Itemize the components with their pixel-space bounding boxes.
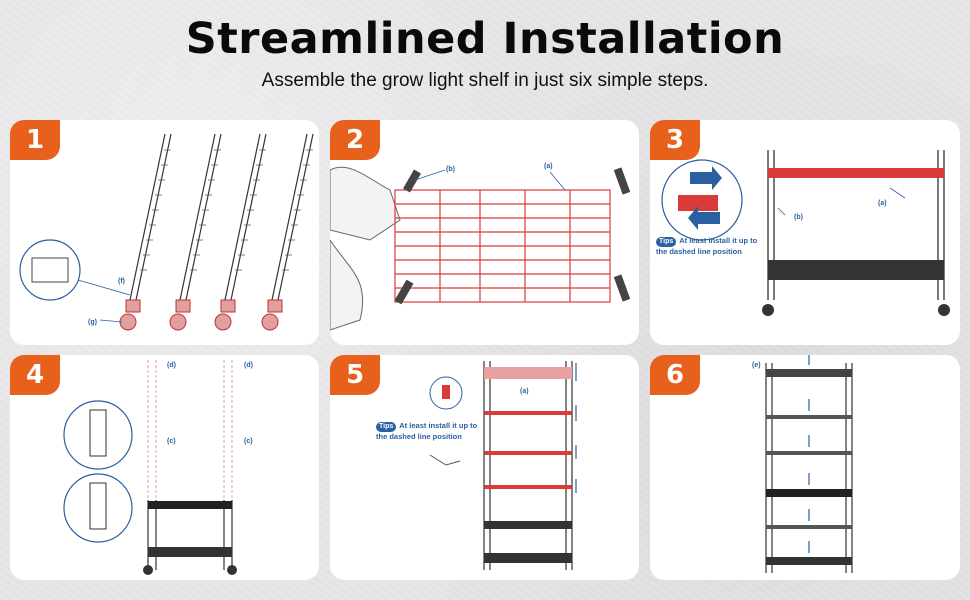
label-a: (a) xyxy=(520,388,529,395)
label-c-left: (c) xyxy=(167,438,176,445)
tip-tag: Tips xyxy=(656,237,677,247)
step-6-panel: 6 (e) xyxy=(650,355,960,580)
step-5-number: 5 xyxy=(330,355,380,395)
step-2-number: 2 xyxy=(330,120,380,160)
tip-text: At least install it up to the dashed lin… xyxy=(656,236,758,256)
label-b: (b) xyxy=(446,166,455,173)
step-1-panel: 1 (f) (g) xyxy=(10,120,319,345)
step-4-panel: 4 (d) (d) (c) (c) xyxy=(10,355,319,580)
step-2-illustration: (b) (a) xyxy=(330,163,631,331)
label-g: (g) xyxy=(88,319,97,326)
step-3-illustration: (a) (b) xyxy=(661,150,950,316)
step-4-number: 4 xyxy=(10,355,60,395)
label-d-left: (d) xyxy=(167,362,176,369)
step-5-illustration: (a) xyxy=(429,361,577,570)
step-2-panel: 2 (b) (a) xyxy=(330,120,639,345)
step-4-illustration: (d) (d) (c) (c) xyxy=(63,360,253,575)
step-6-number: 6 xyxy=(650,355,700,395)
label-d-right: (d) xyxy=(244,362,253,369)
step-3-number: 3 xyxy=(650,120,700,160)
step-1-number: 1 xyxy=(10,120,60,160)
tip-tag: Tips xyxy=(376,422,397,432)
label-a: (a) xyxy=(878,200,887,207)
page-subtitle: Assemble the grow light shelf in just si… xyxy=(261,70,709,91)
page-title: Streamlined Installation xyxy=(185,14,785,64)
label-b: (b) xyxy=(794,214,803,221)
label-e: (e) xyxy=(752,362,761,369)
step-6-illustration: (e) xyxy=(752,355,853,573)
label-c-right: (c) xyxy=(244,438,253,445)
label-f: (f) xyxy=(118,278,125,285)
label-a: (a) xyxy=(544,163,553,170)
step-1-illustration: (f) (g) xyxy=(19,133,314,331)
tip-text: At least install it up to the dashed lin… xyxy=(376,421,478,441)
